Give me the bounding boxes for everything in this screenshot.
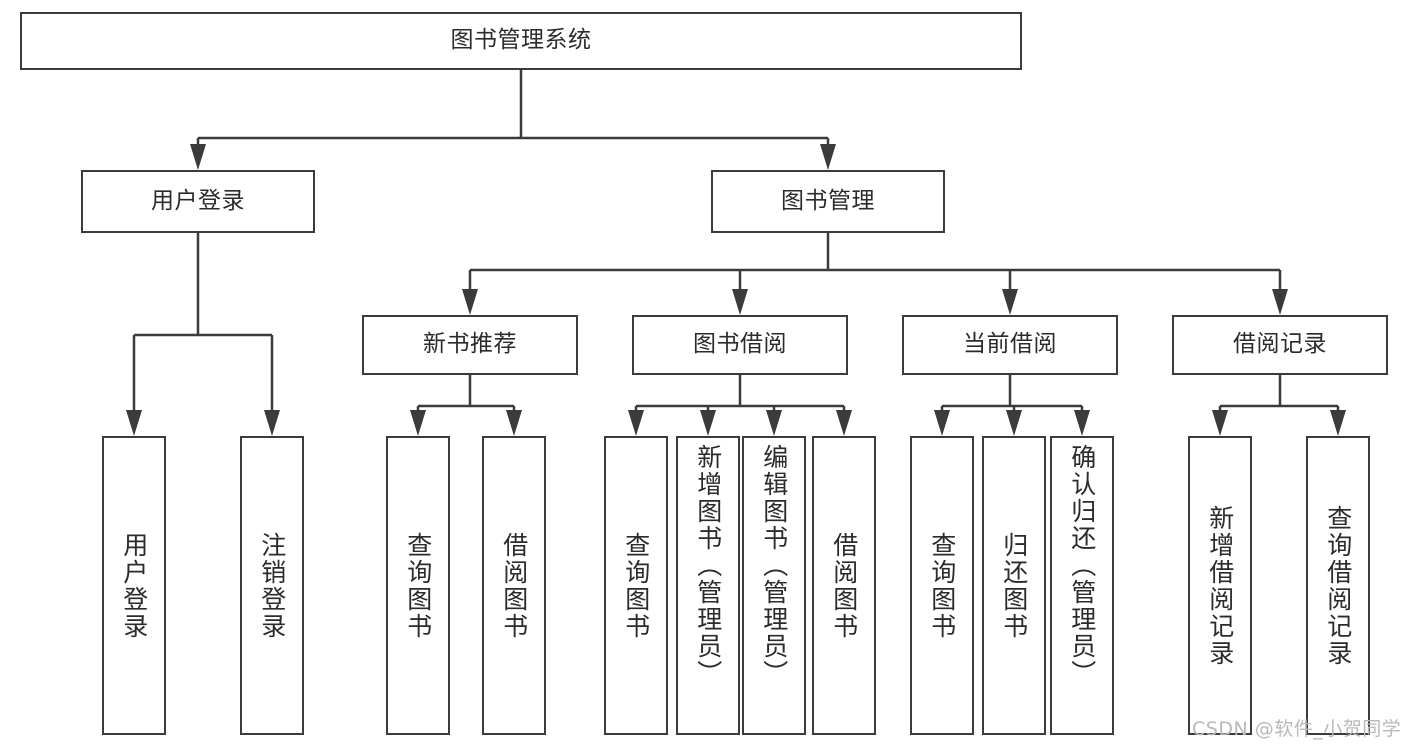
node-label: 用户登录 bbox=[119, 531, 149, 640]
node-root[interactable]: 图书管理系统 bbox=[20, 12, 1022, 70]
node-leaf-add-book[interactable]: 新增图书（管理员） bbox=[676, 436, 740, 735]
node-label: 用户登录 bbox=[151, 187, 245, 214]
node-leaf-query-2[interactable]: 查询图书 bbox=[604, 436, 668, 735]
node-leaf-edit-book[interactable]: 编辑图书（管理员） bbox=[742, 436, 806, 735]
node-label: 借阅图书 bbox=[499, 531, 529, 640]
node-leaf-logout[interactable]: 注销登录 bbox=[240, 436, 304, 735]
node-label: 归还图书 bbox=[999, 531, 1029, 640]
node-leaf-borrow-1[interactable]: 借阅图书 bbox=[482, 436, 546, 735]
watermark: CSDN @软件_小贺同学 bbox=[1192, 718, 1402, 740]
node-label: 新增图书（管理员） bbox=[693, 444, 723, 687]
node-label: 图书管理 bbox=[781, 187, 875, 214]
node-new-book-rec[interactable]: 新书推荐 bbox=[362, 315, 578, 375]
node-borrow-record[interactable]: 借阅记录 bbox=[1172, 315, 1388, 375]
node-leaf-confirm[interactable]: 确认归还（管理员） bbox=[1050, 436, 1114, 735]
node-label: 查询图书 bbox=[403, 531, 433, 640]
node-leaf-return[interactable]: 归还图书 bbox=[982, 436, 1046, 735]
node-label: 借阅图书 bbox=[829, 531, 859, 640]
node-label: 确认归还（管理员） bbox=[1067, 444, 1097, 687]
node-label: 当前借阅 bbox=[963, 331, 1057, 358]
node-book-manage[interactable]: 图书管理 bbox=[711, 170, 945, 233]
node-leaf-query-3[interactable]: 查询图书 bbox=[910, 436, 974, 735]
node-leaf-query-1[interactable]: 查询图书 bbox=[386, 436, 450, 735]
node-label: 查询借阅记录 bbox=[1323, 504, 1353, 667]
node-leaf-borrow-2[interactable]: 借阅图书 bbox=[812, 436, 876, 735]
node-label: 新书推荐 bbox=[423, 331, 517, 358]
node-label: 注销登录 bbox=[257, 531, 287, 640]
node-current-borrow[interactable]: 当前借阅 bbox=[902, 315, 1118, 375]
node-book-borrow[interactable]: 图书借阅 bbox=[632, 315, 848, 375]
node-leaf-query-rec[interactable]: 查询借阅记录 bbox=[1306, 436, 1370, 735]
node-leaf-add-rec[interactable]: 新增借阅记录 bbox=[1188, 436, 1252, 735]
node-label: 新增借阅记录 bbox=[1205, 504, 1235, 667]
node-leaf-user-login[interactable]: 用户登录 bbox=[102, 436, 166, 735]
node-user-login[interactable]: 用户登录 bbox=[81, 170, 315, 233]
node-label: 图书管理系统 bbox=[450, 27, 592, 54]
node-label: 借阅记录 bbox=[1233, 331, 1327, 358]
node-label: 编辑图书（管理员） bbox=[759, 444, 789, 687]
node-label: 查询图书 bbox=[621, 531, 651, 640]
node-label: 查询图书 bbox=[927, 531, 957, 640]
node-label: 图书借阅 bbox=[693, 331, 787, 358]
